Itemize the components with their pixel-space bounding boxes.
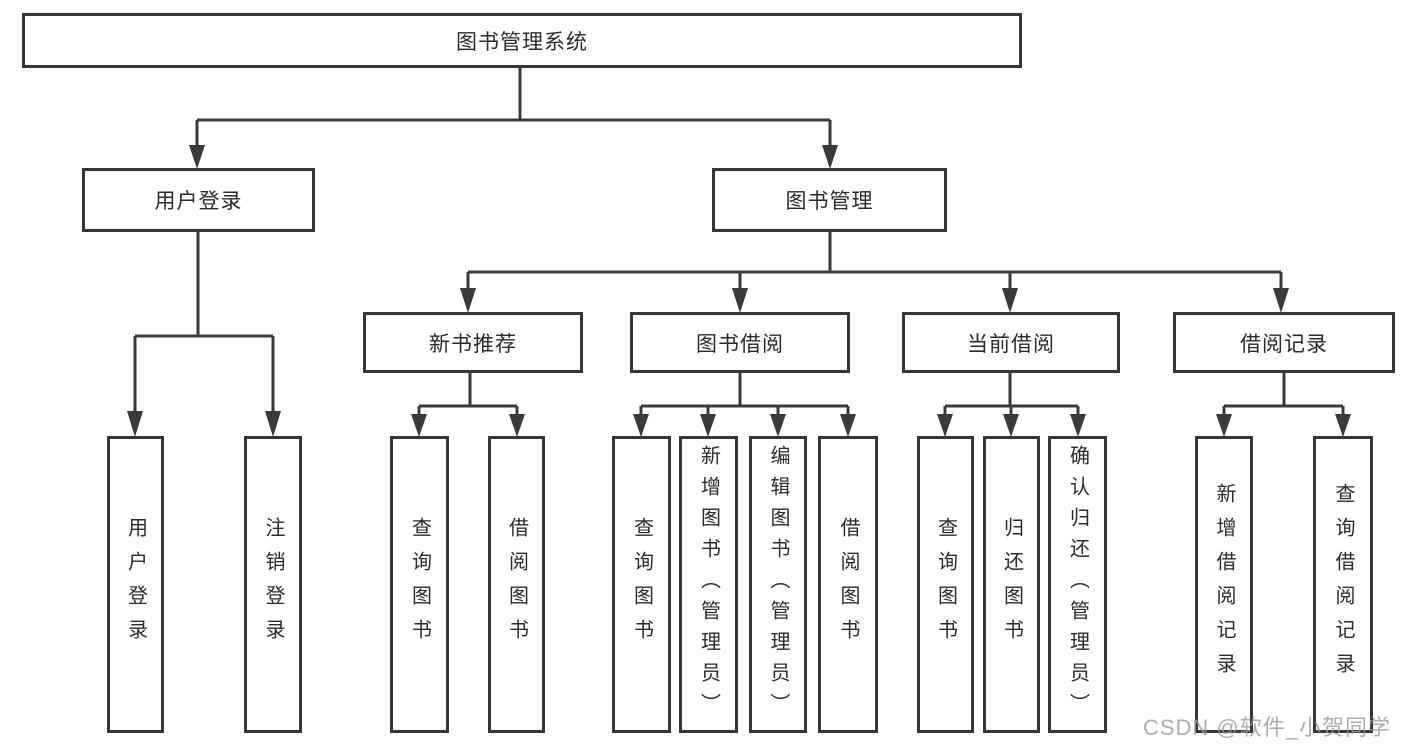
leaf-return-books: 归还图书 [983,436,1040,733]
node-label: 编辑图书（管理员） [767,445,789,724]
node-label: 图书借阅 [696,332,784,356]
node-label: 用户登录 [154,190,243,213]
node-label: 当前借阅 [967,332,1055,356]
node-label: 注销登录 [262,516,284,653]
leaf-query-books-recommend: 查询图书 [390,436,449,733]
node-label: 确认归还（管理员） [1066,445,1089,724]
node-label: 归还图书 [1000,516,1023,653]
node-label: 借阅记录 [1240,332,1328,356]
node-label: 查询借阅记录 [1332,482,1354,687]
node-book-borrowing: 图书借阅 [630,312,850,373]
node-label: 借阅图书 [837,516,859,653]
node-label: 查询图书 [630,516,653,653]
node-label: 借阅图书 [505,516,528,653]
leaf-query-borrow-record: 查询借阅记录 [1313,436,1373,733]
leaf-user-login: 用户登录 [107,436,164,733]
leaf-query-books-current: 查询图书 [917,436,974,733]
leaf-edit-books-admin: 编辑图书（管理员） [749,436,807,733]
node-library-system: 图书管理系统 [22,13,1022,68]
node-label: 图书管理系统 [456,30,588,54]
node-current-borrowing: 当前借阅 [902,312,1120,373]
node-label: 新增借阅记录 [1213,482,1235,687]
node-book-management: 图书管理 [712,168,947,232]
leaf-logout: 注销登录 [244,436,302,733]
node-label: 新书推荐 [429,332,517,356]
node-label: 新增图书（管理员） [697,445,720,724]
node-label: 查询图书 [934,516,957,653]
leaf-query-books-borrow: 查询图书 [612,436,671,733]
leaf-confirm-return-admin: 确认归还（管理员） [1048,436,1107,733]
csdn-watermark: CSDN @软件_小贺同学 [1142,715,1391,740]
leaf-borrow-books-recommend: 借阅图书 [488,436,545,733]
node-user-login: 用户登录 [82,168,315,232]
node-label: 图书管理 [785,190,874,213]
node-label: 查询图书 [408,516,431,653]
node-new-book-recommendation: 新书推荐 [363,312,583,373]
leaf-borrow-books: 借阅图书 [818,436,878,733]
node-borrowing-records: 借阅记录 [1173,312,1395,373]
node-label: 用户登录 [124,516,147,653]
leaf-add-books-admin: 新增图书（管理员） [679,436,738,733]
leaf-add-borrow-record: 新增借阅记录 [1195,436,1253,733]
